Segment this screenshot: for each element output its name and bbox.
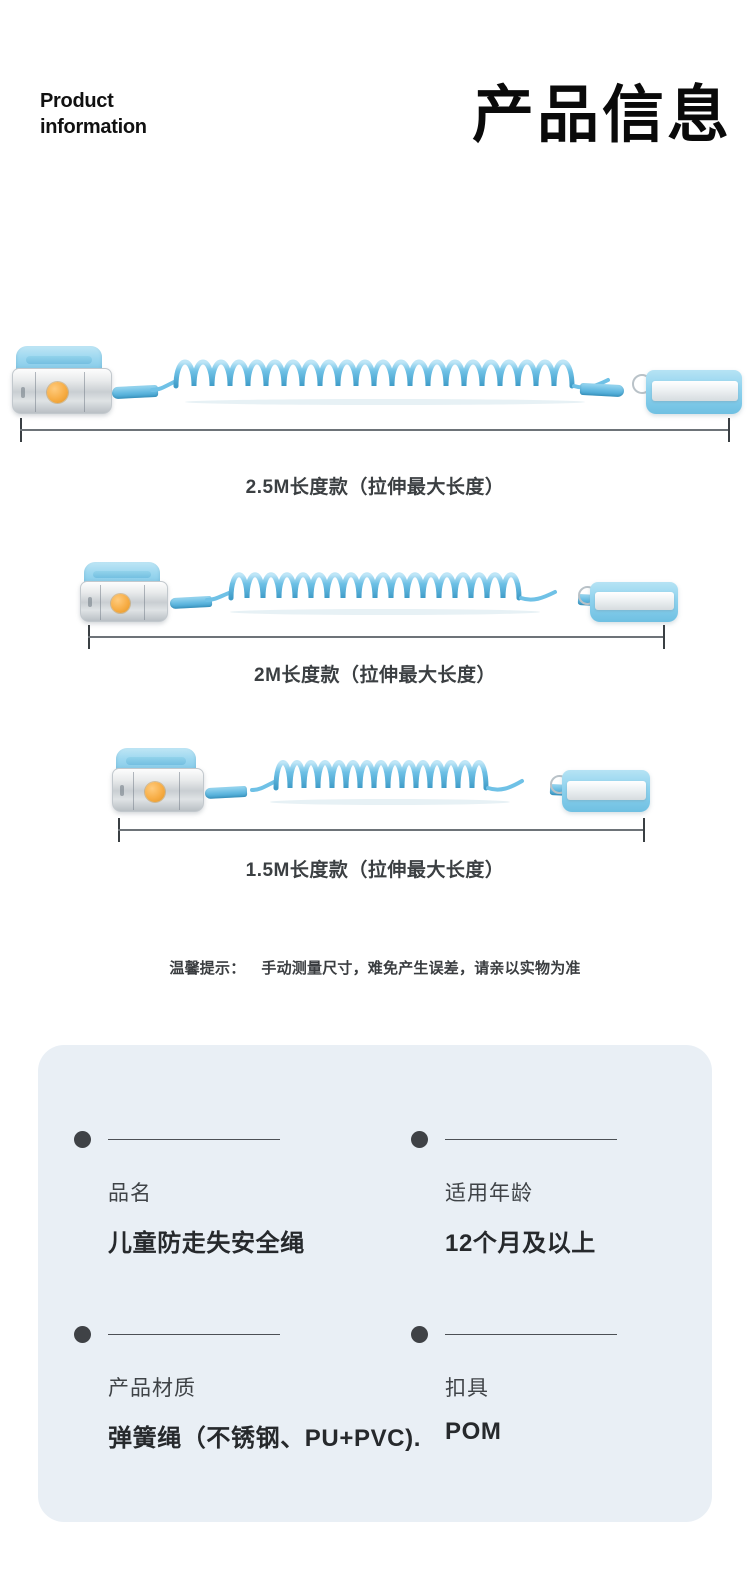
header-english-line2: information <box>40 116 147 139</box>
coil-cord-icon <box>250 760 524 805</box>
cuff-release-button <box>47 382 68 403</box>
cuff-seam <box>133 772 134 810</box>
spec-value: POM <box>445 1418 502 1445</box>
product-caption-1_5m: 1.5M长度款（拉伸最大长度） <box>245 860 505 881</box>
spec-item-buckle: 扣具 POM <box>375 1240 712 1478</box>
spec-divider <box>108 1334 280 1335</box>
product-caption-2m: 2M长度款（拉伸最大长度） <box>254 665 496 686</box>
spec-value: 儿童防走失安全绳 <box>108 1230 305 1257</box>
wrist-cuff-left-icon <box>80 556 176 628</box>
cord-connector-left <box>204 785 248 800</box>
cord-connector-right <box>579 382 625 398</box>
cuff-band <box>646 370 742 414</box>
spec-label: 品名 <box>108 1182 152 1205</box>
cuff-notch <box>120 785 124 796</box>
wrist-cuff-left-icon <box>12 340 120 420</box>
wrist-cuff-right-icon <box>632 350 742 420</box>
spec-label: 产品材质 <box>108 1377 196 1400</box>
bullet-dot-icon <box>411 1131 428 1148</box>
wrist-cuff-right-icon <box>550 752 650 818</box>
dimension-cap-right <box>643 818 645 842</box>
spec-item-material: 产品材质 弹簧绳（不锈钢、PU+PVC). <box>38 1240 420 1478</box>
coil-cord-icon <box>150 359 610 405</box>
spec-label: 扣具 <box>445 1377 489 1400</box>
cuff-notch <box>88 597 92 607</box>
product-image-2m <box>0 540 750 628</box>
cuff-seam <box>35 372 36 412</box>
dimension-line-2_5m <box>20 418 730 442</box>
cuff-reflective-strip <box>595 592 675 610</box>
cuff-seam <box>144 585 145 620</box>
cuff-band <box>12 368 112 414</box>
product-caption-2_5m: 2.5M长度款（拉伸最大长度） <box>245 477 505 498</box>
cuff-band <box>112 768 204 812</box>
dimension-rule <box>20 429 730 431</box>
dimension-rule <box>88 636 665 638</box>
page-header: Product information 产品信息 <box>0 0 750 200</box>
spec-value: 12个月及以上 <box>445 1230 596 1257</box>
cuff-release-button <box>145 782 165 802</box>
spec-item-age-range: 适用年龄 12个月及以上 <box>375 1045 712 1283</box>
spec-divider <box>445 1334 617 1335</box>
header-english-title: Product information <box>40 88 147 141</box>
cuff-reflective-strip <box>651 381 739 401</box>
spec-value: 弹簧绳（不锈钢、PU+PVC). <box>108 1425 421 1452</box>
wrist-cuff-right-icon <box>578 564 678 628</box>
cuff-band <box>562 770 650 812</box>
tip-label: 温馨提示： <box>169 960 246 977</box>
cuff-reflective-strip <box>567 781 647 800</box>
cuff-seam <box>84 372 85 412</box>
cuff-band <box>590 582 678 622</box>
cuff-release-button <box>111 594 130 613</box>
header-english-line1: Product <box>40 90 114 112</box>
spec-label: 适用年龄 <box>445 1182 533 1205</box>
product-row-2m: 2M长度款（拉伸最大长度） <box>0 540 750 686</box>
product-image-1_5m <box>0 730 750 818</box>
product-row-2_5m: 2.5M长度款（拉伸最大长度） <box>0 325 750 498</box>
cuff-notch <box>21 387 25 398</box>
dimension-line-1_5m <box>118 818 645 842</box>
bullet-dot-icon <box>74 1326 91 1343</box>
specification-grid: 品名 儿童防走失安全绳 适用年龄 12个月及以上 产品材质 弹簧绳（不锈钢、PU… <box>38 1045 712 1522</box>
cuff-band <box>80 581 168 622</box>
product-row-1_5m: 1.5M长度款（拉伸最大长度） <box>0 730 750 881</box>
cuff-seam <box>100 585 101 620</box>
dimension-line-2m <box>88 625 665 649</box>
spec-divider <box>108 1139 280 1140</box>
cuff-seam <box>179 772 180 810</box>
dimension-cap-right <box>663 625 665 649</box>
header-chinese-title: 产品信息 <box>471 81 732 150</box>
dimension-rule <box>118 829 645 831</box>
bullet-dot-icon <box>74 1131 91 1148</box>
wrist-cuff-left-icon <box>112 742 212 818</box>
spec-divider <box>445 1139 617 1140</box>
product-image-2_5m <box>0 325 750 420</box>
bullet-dot-icon <box>411 1326 428 1343</box>
coil-cord-icon <box>205 572 557 615</box>
measurement-tip: 温馨提示： 手动测量尺寸，难免产生误差，请亲以实物为准 <box>0 957 750 978</box>
specification-card: 品名 儿童防走失安全绳 适用年龄 12个月及以上 产品材质 弹簧绳（不锈钢、PU… <box>38 1045 712 1522</box>
spec-item-product-name: 品名 儿童防走失安全绳 <box>38 1045 375 1283</box>
tip-text: 手动测量尺寸，难免产生误差，请亲以实物为准 <box>261 960 581 977</box>
dimension-cap-right <box>728 418 730 442</box>
